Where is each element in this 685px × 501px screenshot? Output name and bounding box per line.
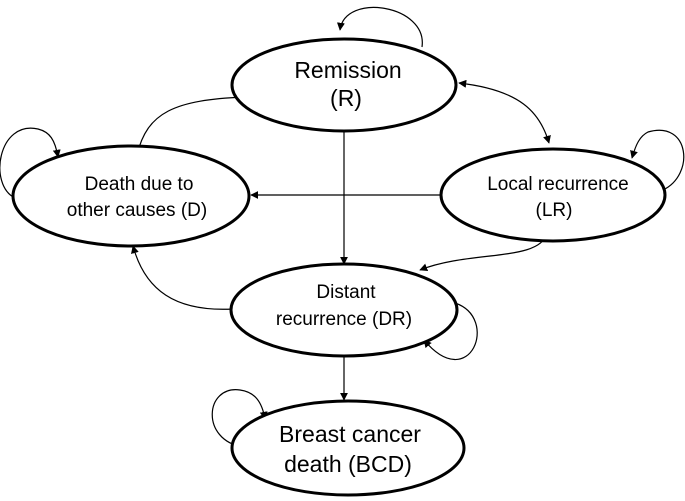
edge-distant-recurrence-to-death-other (131, 245, 234, 310)
node-local-recurrence: Local recurrence (LR) (439, 147, 667, 243)
node-death-other-causes: Death due to other causes (D) (11, 144, 251, 248)
node-death-other-causes-label-line1: Death due to (85, 174, 194, 195)
node-local-recurrence-label-line1: Local recurrence (487, 174, 629, 195)
edge-death-other-self-loop (0, 127, 61, 199)
edge-remission-local-recurrence (458, 79, 551, 144)
node-local-recurrence-shape (439, 147, 667, 243)
edge-local-recurrence-self-loop (630, 129, 685, 191)
node-death-other-causes-shape (11, 144, 251, 248)
node-breast-cancer-death-label-line2: death (BCD) (284, 451, 412, 477)
node-distant-recurrence-label-line1: Distant (316, 282, 376, 303)
node-death-other-causes-label-line2: other causes (D) (67, 200, 207, 221)
node-breast-cancer-death-shape (230, 399, 466, 497)
node-remission: Remission (R) (230, 37, 458, 133)
node-remission-label-line2: (R) (330, 85, 362, 111)
node-remission-shape (230, 37, 458, 133)
edge-distant-recurrence-self-loop (423, 302, 478, 361)
edge-breast-cancer-death-self-loop (211, 389, 268, 448)
node-breast-cancer-death: Breast cancer death (BCD) (230, 399, 466, 497)
node-distant-recurrence: Distant recurrence (DR) (229, 262, 459, 358)
node-remission-label-line1: Remission (294, 57, 401, 83)
node-breast-cancer-death-label-line1: Breast cancer (279, 421, 421, 447)
node-distant-recurrence-label-line2: recurrence (DR) (276, 309, 412, 330)
node-local-recurrence-label-line2: (LR) (536, 200, 573, 221)
edges (0, 6, 685, 448)
edge-remission-self-loop (336, 6, 423, 48)
node-distant-recurrence-shape (229, 262, 459, 358)
edge-remission-to-death-other (134, 96, 245, 156)
